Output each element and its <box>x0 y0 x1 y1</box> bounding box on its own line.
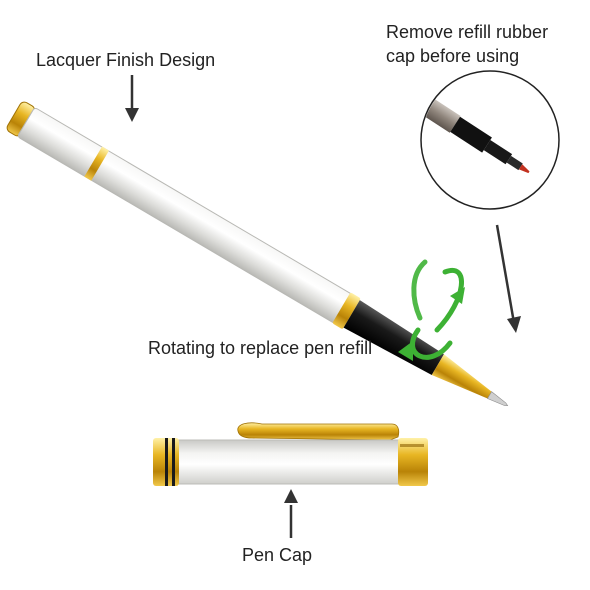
refill-note-line2: cap before using <box>386 46 520 66</box>
up-arrow-icon <box>284 489 298 538</box>
refill-note-line1: Remove refill rubber <box>386 22 549 42</box>
rotate-refill-label: Rotating to replace pen refill <box>148 338 373 358</box>
magnified-refill-inset <box>420 70 560 210</box>
pen-cap-clip <box>237 422 400 441</box>
down-arrow-icon <box>125 75 139 122</box>
pen-tip-cone <box>431 354 492 399</box>
pen-gold-ring <box>332 292 361 329</box>
pen-body <box>6 101 509 407</box>
pen-gold-band <box>84 146 109 181</box>
pen-cap <box>153 422 428 486</box>
pen-cap-label: Pen Cap <box>242 545 313 565</box>
rotation-arrow-icon <box>398 259 465 361</box>
pen-refill-tip <box>487 391 509 407</box>
pen-barrel <box>17 107 355 325</box>
pen-cap-right-band <box>398 438 428 486</box>
down-arrow-icon <box>495 224 521 333</box>
lacquer-finish-label: Lacquer Finish Design <box>36 50 216 70</box>
